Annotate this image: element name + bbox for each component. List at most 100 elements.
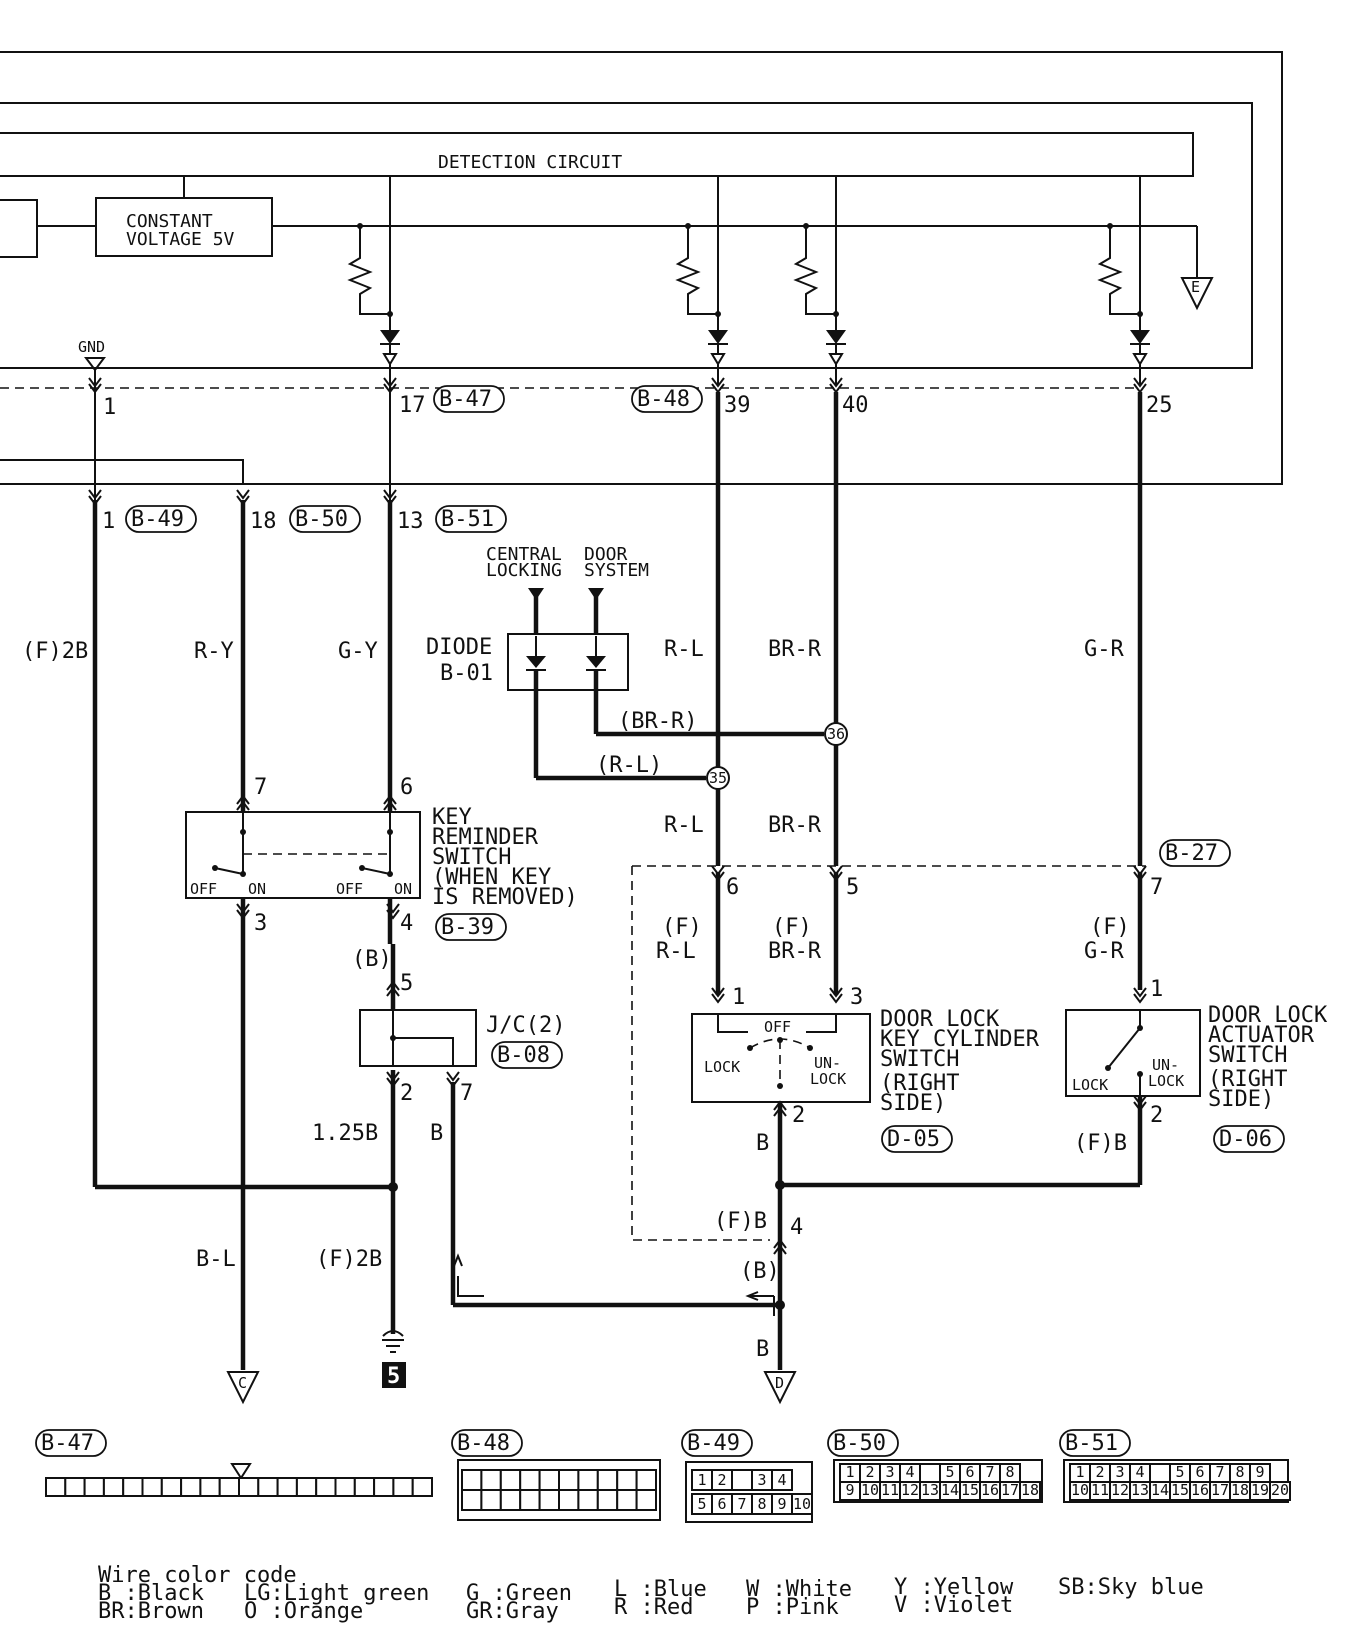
- wire-f-gr-1: (F): [1090, 915, 1130, 940]
- connector-cell-label: 16: [981, 1481, 999, 1499]
- legend-lg: LG:Light green: [244, 1581, 429, 1606]
- connector-cell: [334, 1477, 356, 1497]
- wire-brr-paren: (BR-R): [618, 709, 697, 734]
- connector-cell-label: 5: [945, 1463, 954, 1481]
- ecu-frames: [0, 51, 1283, 485]
- connector-cell-label: 2: [865, 1463, 874, 1481]
- dl-lock-label: LOCK: [704, 1058, 740, 1076]
- connector-cell: [616, 1489, 638, 1511]
- pin-7-door: 7: [1150, 875, 1163, 900]
- dlk-label-2: KEY CYLINDER: [880, 1027, 1040, 1052]
- dlk-label-5: SIDE): [880, 1091, 946, 1116]
- ground-5-label: 5: [387, 1364, 400, 1389]
- connector-cell: [558, 1469, 580, 1491]
- wire-brr-2: BR-R: [768, 813, 822, 838]
- connector-cell-label: 3: [885, 1463, 894, 1481]
- connector-cell: [519, 1489, 541, 1511]
- b48-face-title: B-48: [457, 1431, 510, 1456]
- connector-cell-label: 7: [1215, 1463, 1224, 1481]
- constant-voltage-line1: CONSTANT: [126, 211, 213, 232]
- ground-d-label: D: [775, 1374, 784, 1392]
- connector-cell: [731, 1469, 753, 1491]
- wire-brr: BR-R: [768, 637, 822, 662]
- junction-36: 36: [827, 725, 845, 743]
- connector-cell: [315, 1477, 337, 1497]
- dla-label-4: (RIGHT: [1208, 1067, 1287, 1092]
- ground-c-label: C: [238, 1374, 247, 1392]
- kr-on-left: ON: [248, 880, 266, 898]
- pin-6-door: 6: [726, 875, 739, 900]
- wire-f2b-left: (F)2B: [22, 639, 88, 664]
- connector-cell: [499, 1469, 522, 1491]
- connector-b39-callout: B-39: [441, 915, 494, 940]
- connector-cell: [199, 1477, 221, 1497]
- ecu-stubs: [94, 364, 1141, 500]
- legend-v: V :Violet: [894, 1593, 1013, 1618]
- wire-f-gr-2: G-R: [1084, 939, 1124, 964]
- diode-label-line1: DIODE: [426, 635, 492, 660]
- detection-circuit-label: DETECTION CIRCUIT: [438, 152, 622, 173]
- connector-cell-label: 18: [1231, 1481, 1249, 1499]
- wire-color-legend: Wire color code B :Black BR:Brown LG:Lig…: [98, 1563, 1204, 1624]
- connector-cell-label: 15: [961, 1481, 979, 1499]
- connector-cell: [635, 1489, 657, 1511]
- legend-g: G :Green: [466, 1581, 572, 1606]
- connector-cell-label: 1: [1075, 1463, 1084, 1481]
- pin-1-b49: 1: [102, 509, 115, 534]
- connector-cell-label: 9: [1255, 1463, 1264, 1481]
- connector-cell-label: 2: [1095, 1463, 1104, 1481]
- legend-w: W :White: [746, 1577, 852, 1602]
- connector-cell: [558, 1489, 580, 1511]
- pin-4-b39: 4: [400, 911, 413, 936]
- connector-cell: [392, 1477, 414, 1497]
- connector-cell-label: 11: [881, 1481, 899, 1499]
- sense-channel-39: [675, 176, 728, 366]
- connector-cell: [577, 1469, 599, 1491]
- pin-13-b51: 13: [397, 509, 424, 534]
- door-lock-actuator-switch: 1 LOCK UN- LOCK 2 DOOR LOCK ACTUATOR SWI…: [1065, 977, 1328, 1153]
- pin-2-d06: 2: [1150, 1103, 1163, 1128]
- connector-cell-label: 10: [793, 1495, 811, 1513]
- wire-b-paren2: (B): [740, 1259, 780, 1284]
- pin-1-d06: 1: [1150, 977, 1163, 1002]
- connector-cell-label: 15: [1171, 1481, 1189, 1499]
- constant-voltage-line2: VOLTAGE 5V: [126, 229, 235, 250]
- wire-f-rl-2: R-L: [656, 939, 696, 964]
- connector-face-b48: B-48: [451, 1429, 661, 1521]
- legend-r: R :Red: [614, 1595, 693, 1620]
- connector-cell: [635, 1469, 657, 1491]
- connector-cell: [102, 1477, 125, 1497]
- kr-label-4: (WHEN KEY: [432, 865, 551, 890]
- connector-b08-callout: B-08: [497, 1043, 550, 1068]
- pin-6-b39: 6: [400, 775, 413, 800]
- connector-cell-label: 10: [861, 1481, 879, 1499]
- connector-cell: [373, 1477, 395, 1497]
- pin-40-b48: 40: [842, 393, 869, 418]
- ground-5: 5: [382, 1330, 406, 1389]
- dla-label-5: SIDE): [1208, 1087, 1274, 1112]
- jc2-block: 5 2 7 J/C(2) B-08: [359, 898, 565, 1106]
- gnd-symbol: GND: [78, 338, 106, 372]
- connector-cell-label: 10: [1071, 1481, 1089, 1499]
- junction-pin-4: 4: [453, 1215, 803, 1316]
- connector-cell-label: 14: [1151, 1481, 1169, 1499]
- legend-title: Wire color code: [98, 1563, 297, 1588]
- connector-cell: [257, 1477, 279, 1497]
- kr-off-right: OFF: [336, 880, 363, 898]
- connector-cell: [791, 1493, 813, 1515]
- connector-cell-label: 1: [697, 1471, 706, 1489]
- connector-cell: [461, 1469, 483, 1491]
- pin-17-b47: 17: [399, 393, 426, 418]
- dla-label-2: ACTUATOR: [1208, 1023, 1315, 1048]
- connector-cell-label: 3: [1115, 1463, 1124, 1481]
- connector-b27-callout: B-27: [1165, 841, 1218, 866]
- connector-cell: [411, 1477, 434, 1497]
- wire-f2b-bottom: (F)2B: [316, 1247, 382, 1272]
- connector-cell-label: 8: [757, 1495, 766, 1513]
